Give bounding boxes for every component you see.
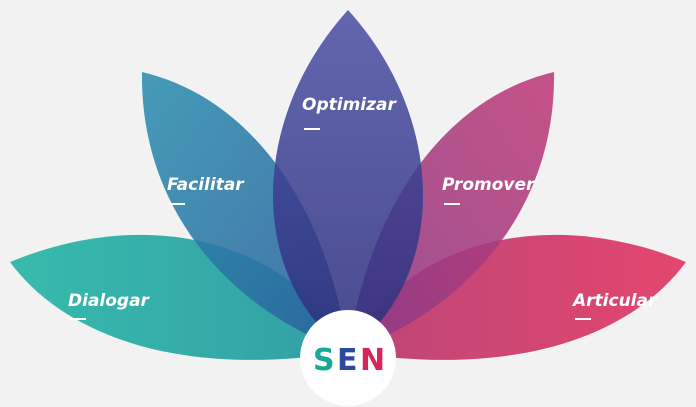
center-letter-n: N	[360, 343, 385, 378]
dash-optimizar	[304, 128, 320, 130]
center-letter-s: S	[313, 343, 335, 378]
label-optimizar: Optimizar	[302, 95, 397, 115]
label-dialogar: Dialogar	[68, 291, 151, 311]
dash-articular	[575, 318, 591, 320]
dash-facilitar	[169, 203, 185, 205]
center-circle	[300, 310, 396, 406]
dash-dialogar	[70, 318, 86, 320]
petal-optimizar	[273, 10, 423, 352]
center-letter-e: E	[337, 343, 358, 378]
label-promover: Promover	[442, 175, 536, 195]
label-articular: Articular	[571, 291, 658, 311]
label-facilitar: Facilitar	[167, 175, 245, 195]
dash-promover	[444, 203, 460, 205]
